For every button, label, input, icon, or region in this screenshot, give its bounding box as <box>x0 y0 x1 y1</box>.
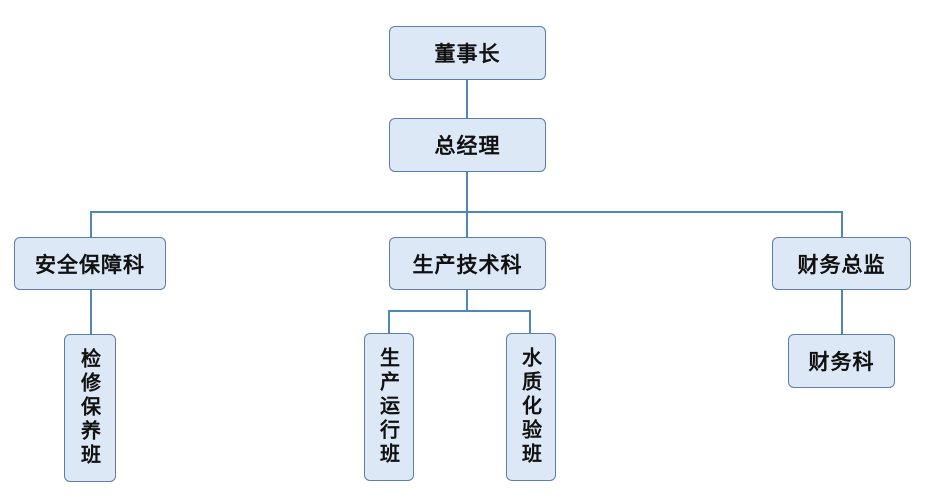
node-chairman: 董事长 <box>389 26 546 80</box>
node-operation-team: 生产运行班 <box>364 333 414 481</box>
connector-chairman-gm <box>466 79 468 119</box>
connector-bus-operation <box>388 310 390 334</box>
connector-production-bus <box>388 310 531 312</box>
node-safety-dept: 安全保障科 <box>14 237 166 290</box>
connector-safety-maintenance <box>90 289 92 335</box>
connector-bus-finance-director <box>841 211 843 238</box>
connector-bus-safety <box>90 211 92 238</box>
node-finance-dept: 财务科 <box>788 334 895 388</box>
connector-finance-director-dept <box>841 289 843 335</box>
node-water-lab-team: 水质化验班 <box>506 333 556 481</box>
connector-gm-trunk <box>466 172 468 213</box>
node-finance-director: 财务总监 <box>772 237 911 290</box>
connector-bus-water-lab <box>529 310 531 334</box>
node-maintenance-team: 检修保养班 <box>64 334 116 482</box>
connector-production-trunk <box>466 289 468 312</box>
node-general-manager: 总经理 <box>389 118 546 172</box>
connector-bus-production <box>466 211 468 238</box>
node-production-dept: 生产技术科 <box>389 237 546 290</box>
